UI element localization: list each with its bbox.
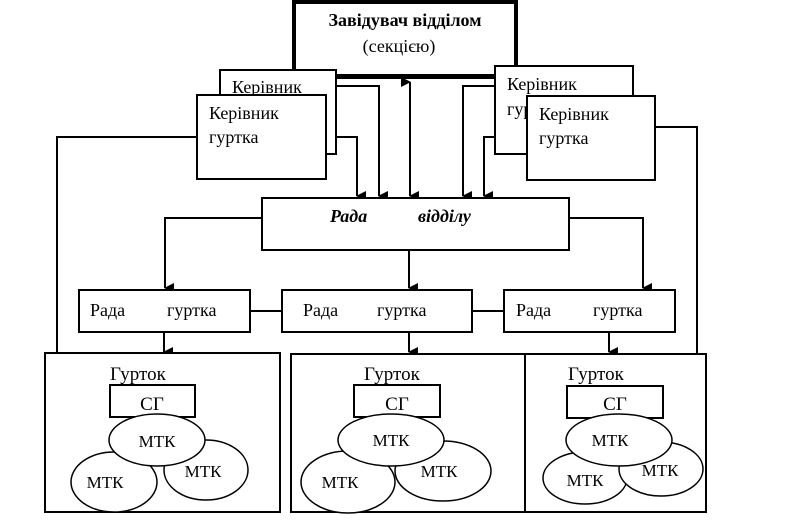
cc-word2: гуртка [167,300,216,320]
head-box: Завідувач відділом (секцією) [292,0,518,78]
leader-left-circle-arrow [56,136,197,363]
circle-council-box-right: Рада гуртка [503,289,676,333]
sg-label: СГ [140,394,164,415]
leader-label: Керівник [507,74,577,94]
leader-back-right-arrow [462,85,496,201]
circle-title: Гурток [364,364,421,385]
head-title: Завідувач відділом [329,10,482,30]
leader-right-circle-arrow [696,126,706,363]
sg-label: СГ [603,394,627,415]
mtk-ellipse [108,413,206,467]
leader-box-front-left: Керівник гуртка [196,94,327,180]
cc-word2: гуртка [593,300,642,320]
council-word2: відділу [418,206,472,226]
cc-word2: гуртка [377,300,426,320]
sg-box [109,384,196,418]
mtk-label: МТК [421,462,459,481]
council-to-right-arrow [569,217,652,293]
circle-council-box-center: Рада гуртка [281,289,473,333]
leader-label: Керівник [209,103,279,123]
council-to-left-arrow [164,217,262,293]
circle-title: Гурток [110,364,167,385]
leader-label: Керівник [539,104,609,124]
leader-label: Керівник [232,77,302,97]
leader-box-front-right: Керівник гуртка [526,95,656,181]
sg-label: СГ [385,394,409,415]
department-council-box: Рада відділу [261,197,570,251]
cc-word1: Рада [303,300,338,320]
mtk-label: МТК [642,461,680,480]
leader-label: гуртка [539,128,588,148]
circle-box-center: Гурток СГ МТК МТК МТК [290,353,527,514]
mtk-label: МТК [322,473,360,492]
circle-box-right: Гурток СГ МТК МТК МТК [524,353,707,513]
mtk-ellipse [565,413,673,467]
leader-label: гуртка [209,127,258,147]
mtk-label: МТК [185,462,223,481]
mtk-label: МТК [373,431,411,450]
mtk-label: МТК [592,431,630,450]
mtk-ellipse [337,413,445,467]
mtk-label: МТК [567,471,605,490]
circle-title: Гурток [568,364,625,385]
circle-council-box-left: Рада гуртка [78,289,251,333]
leader-back-left-arrow [336,85,388,201]
cc-word1: Рада [90,300,125,320]
cc-word1: Рада [516,300,551,320]
circle-box-left: Гурток СГ МТК МТК МТК [44,352,281,513]
mtk-label: МТК [139,432,177,451]
council-word1: Рада [329,206,367,226]
mtk-label: МТК [87,473,125,492]
head-subtitle: (секцією) [363,36,436,57]
